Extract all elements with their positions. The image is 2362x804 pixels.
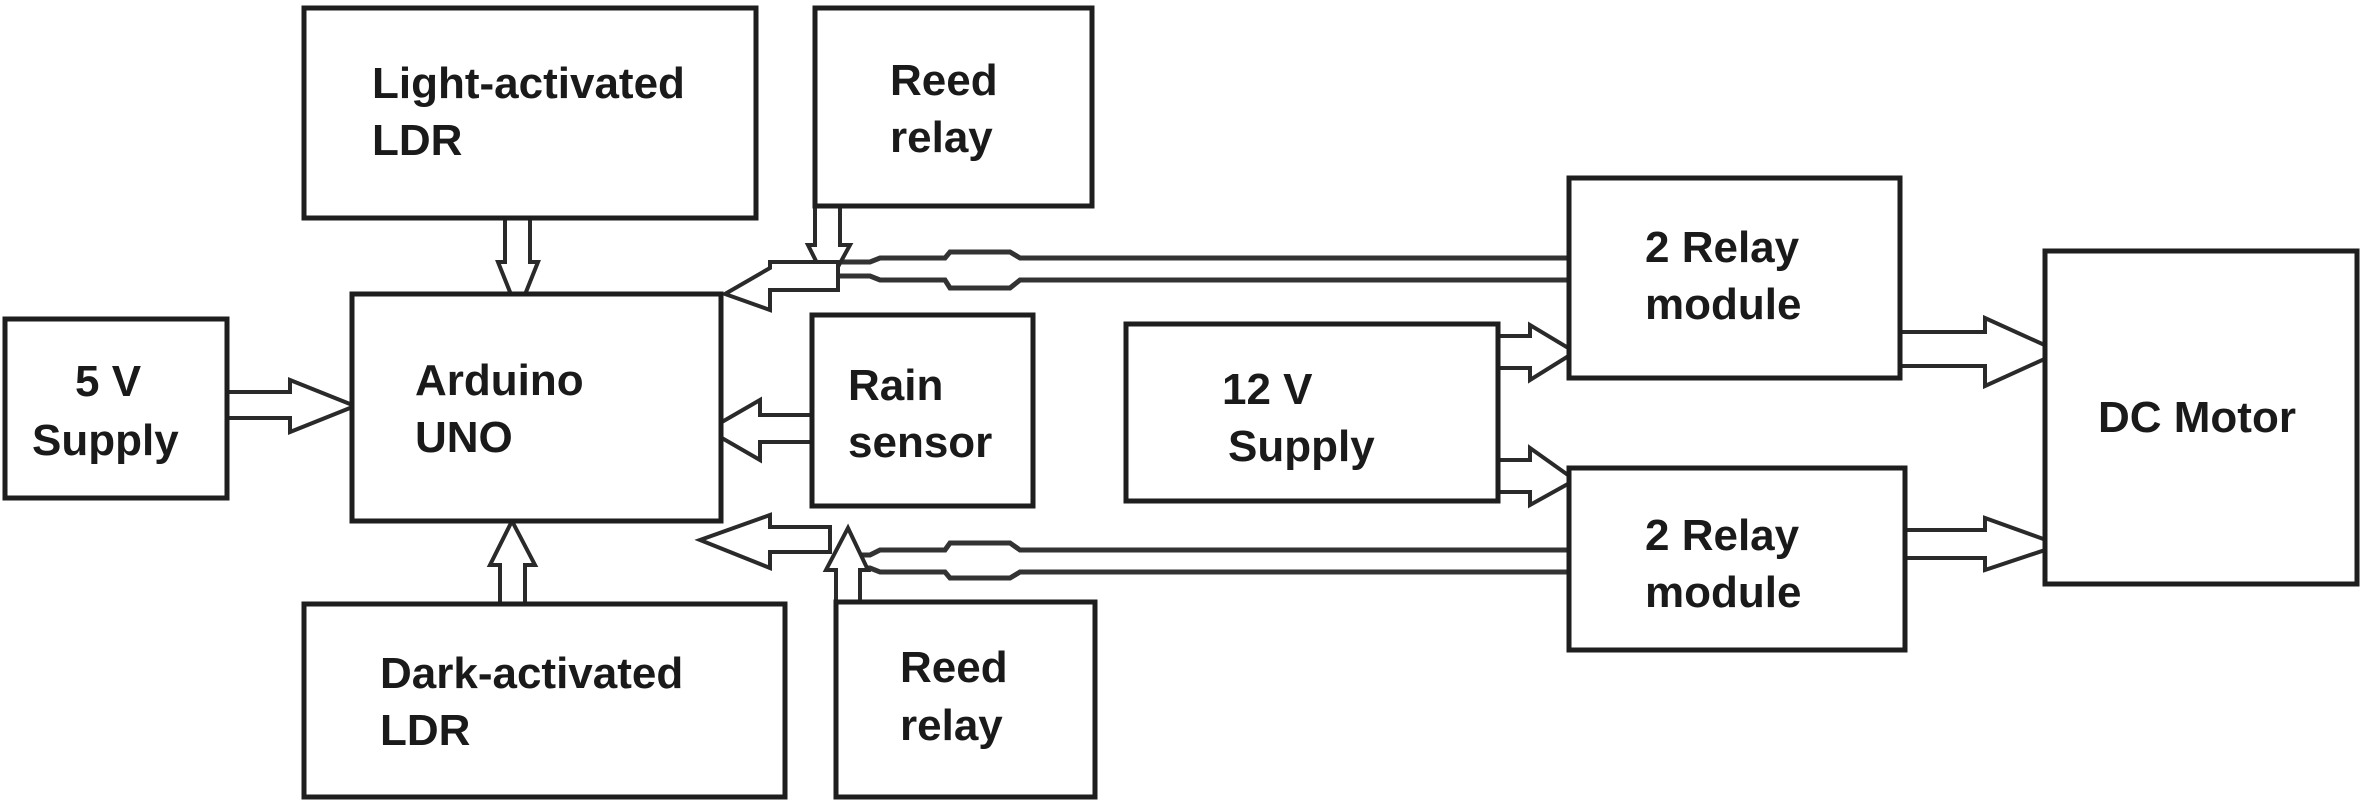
label-reed-bottom-line1: Reed — [900, 643, 1008, 692]
arrow-reed-bottom-to-arduino — [822, 523, 872, 610]
block-dark-ldr: Dark-activated LDR — [301, 601, 788, 800]
label-reed-bottom-line2: relay — [900, 701, 1003, 750]
block-relay-module-2: 2 Relay module — [1566, 465, 1908, 653]
wire-relay2-to-arduino — [845, 540, 1573, 581]
label-relay2-line1: 2 Relay — [1645, 511, 1800, 560]
label-light-ldr-line1: Light-activated — [372, 59, 685, 108]
block-reed-relay-top: Reed relay — [812, 5, 1095, 209]
label-light-ldr-line2: LDR — [372, 116, 462, 165]
block-relay-module-1: 2 Relay module — [1566, 175, 1903, 381]
label-12v-line1: 12 V — [1222, 365, 1313, 414]
label-5v-line2: Supply — [32, 416, 179, 465]
arrow-5v-to-arduino — [225, 377, 361, 435]
label-relay2-line2: module — [1645, 568, 1801, 617]
label-12v-line2: Supply — [1228, 422, 1375, 471]
arrow-12v-to-relay1 — [1496, 321, 1579, 384]
label-relay1-line1: 2 Relay — [1645, 223, 1800, 272]
label-reed-top-line1: Reed — [890, 56, 998, 105]
block-12v-supply: 12 V Supply — [1123, 321, 1501, 504]
block-5v-supply: 5 V Supply — [2, 316, 230, 501]
label-dark-ldr-line2: LDR — [380, 706, 470, 755]
label-rain-line2: sensor — [848, 418, 992, 467]
arrow-relay2-to-motor — [1903, 515, 2067, 573]
block-arduino-uno: Arduino UNO — [349, 291, 724, 524]
arrow-rain-to-arduino — [703, 396, 814, 464]
block-dc-motor: DC Motor — [2042, 248, 2360, 587]
arrow-relay-to-arduino-top — [720, 260, 840, 313]
label-relay1-line2: module — [1645, 280, 1801, 329]
arrow-dark-ldr-to-arduino — [486, 516, 539, 606]
wire-relay1-to-arduino — [830, 249, 1569, 291]
arrow-light-ldr-to-arduino — [495, 216, 541, 318]
arrow-relay-to-arduino-bottom — [694, 512, 832, 571]
label-arduino-line2: UNO — [415, 413, 513, 462]
label-5v-line1: 5 V — [75, 357, 142, 406]
block-reed-relay-bottom: Reed relay — [833, 599, 1098, 800]
label-arduino-line1: Arduino — [415, 356, 584, 405]
block-light-ldr: Light-activated LDR — [301, 5, 759, 221]
label-dark-ldr-line1: Dark-activated — [380, 649, 683, 698]
arrow-12v-to-relay2 — [1496, 444, 1579, 509]
label-dc-motor: DC Motor — [2098, 393, 2296, 442]
label-rain-line1: Rain — [848, 361, 943, 410]
block-rain-sensor: Rain sensor — [809, 312, 1036, 509]
label-reed-top-line2: relay — [890, 113, 993, 162]
arrow-relay1-to-motor — [1898, 314, 2065, 390]
